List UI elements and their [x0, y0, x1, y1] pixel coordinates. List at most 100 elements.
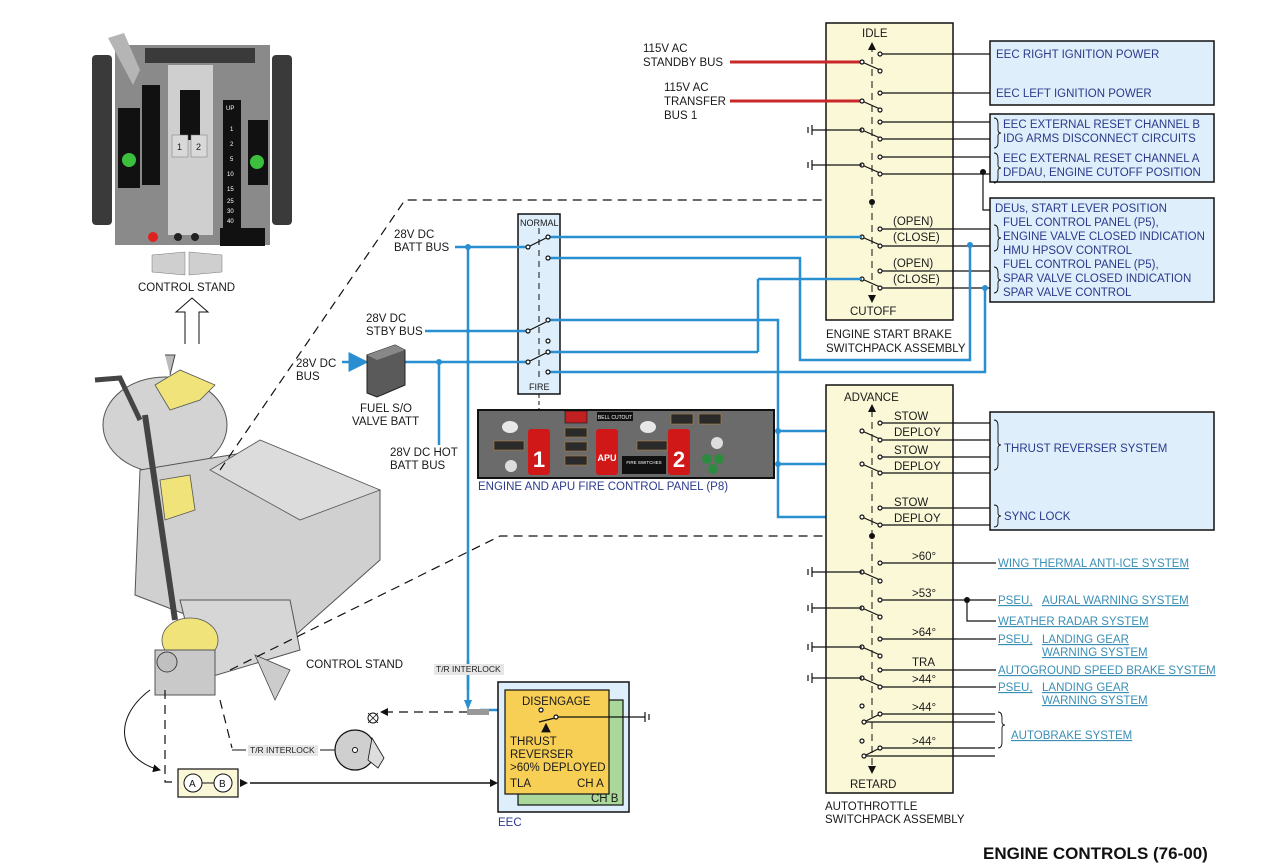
eec-tla-label: TLA — [510, 778, 531, 790]
pseu-link-3[interactable]: PSEU, — [998, 682, 1033, 694]
dc-batt-bus-label-2: BATT BUS — [394, 242, 449, 254]
deploy-label-3: DEPLOY — [894, 513, 941, 525]
autothrottle-caption-1: AUTOTHROTTLE — [825, 801, 918, 813]
autoground-speedbrake-link[interactable]: AUTOGROUND SPEED BRAKE SYSTEM — [998, 665, 1216, 677]
engine-2-fire-handle[interactable] — [668, 429, 690, 475]
autothrottle-caption-2: SWITCHPACK ASSEMBLY — [825, 814, 965, 826]
fire-switch-fire-label: FIRE — [529, 382, 550, 392]
retard-label: RETARD — [850, 779, 896, 791]
apu-fire-handle[interactable] — [596, 429, 618, 475]
ac-standby-label-1: 115V AC — [643, 43, 688, 55]
angle-64-label: >64° — [912, 627, 936, 639]
dc-hot-batt-label-1: 28V DC HOT — [390, 447, 458, 459]
dc-wires — [342, 235, 987, 712]
autothrottle-switchpack-box — [825, 384, 954, 794]
rotation-arrow-icon — [124, 689, 161, 773]
cutoff-label: CUTOFF — [850, 306, 896, 318]
stow-label-1: STOW — [894, 411, 928, 423]
lever-2-label: 2 — [196, 142, 201, 152]
fire-panel-caption: ENGINE AND APU FIRE CONTROL PANEL (P8) — [478, 481, 728, 493]
eec-ch-a-label: CH A — [577, 778, 604, 790]
tr-interlock-lower-label: T/R INTERLOCK — [250, 745, 315, 755]
callout-dashed-lines — [164, 199, 870, 783]
engine-1-fire-handle[interactable] — [528, 429, 550, 475]
ac-standby-label-2: STANDBY BUS — [643, 57, 723, 69]
angle-60-label: >60° — [912, 551, 936, 563]
fire-switches-note: FIRE SWITCHES — [626, 460, 661, 465]
stow-label-3: STOW — [894, 497, 928, 509]
eec-tr-line-1: THRUST — [510, 736, 557, 748]
dc-hot-batt-label-2: BATT BUS — [390, 460, 445, 472]
dc-stby-bus-label-2: STBY BUS — [366, 326, 423, 338]
eec-channel-a — [504, 689, 610, 795]
pseu-link-1[interactable]: PSEU, — [998, 595, 1033, 607]
weather-radar-link[interactable]: WEATHER RADAR SYSTEM — [998, 616, 1149, 628]
angle-44-label-2: >44° — [912, 702, 936, 714]
svg-text:2: 2 — [230, 142, 234, 148]
landing-gear-link-2b[interactable]: WARNING SYSTEM — [1042, 695, 1148, 707]
aural-warning-link[interactable]: AURAL WARNING SYSTEM — [1042, 595, 1189, 607]
eec-tr-line-3: >60% DEPLOYED — [510, 762, 606, 774]
engine-start-contacts — [859, 51, 883, 291]
brace-icons — [993, 117, 1002, 294]
resolver-a-label: A — [189, 779, 196, 790]
eec-reset-ch-b: EEC EXTERNAL RESET CHANNEL B — [1003, 119, 1200, 131]
svg-text:25: 25 — [227, 199, 234, 205]
eec-reset-ch-a: EEC EXTERNAL RESET CHANNEL A — [1003, 153, 1200, 165]
contact-open-2: (OPEN) — [893, 258, 933, 270]
dc-bus-label-1: 28V DC — [296, 358, 336, 370]
fire-control-panel: 1 APU 2 BELL CUTOUT FIRE SWITCHES — [477, 409, 775, 479]
eec-ch-b-label: CH B — [591, 793, 619, 805]
autothrottle-ground-icons — [807, 567, 862, 683]
advance-label: ADVANCE — [844, 392, 899, 404]
eec-tr-line-2: REVERSER — [510, 749, 573, 761]
fire-switch-contacts — [525, 234, 551, 375]
landing-gear-link-1b[interactable]: WARNING SYSTEM — [1042, 647, 1148, 659]
ignition-power-box — [989, 40, 1215, 106]
spar-valve-control: SPAR VALVE CONTROL — [1003, 287, 1132, 299]
view-arrow-up-icon — [174, 297, 210, 344]
idle-label: IDLE — [862, 28, 888, 40]
dc-batt-bus-label-1: 28V DC — [394, 229, 434, 241]
engine-start-caption-2: SWITCHPACK ASSEMBLY — [826, 343, 966, 355]
resolver-b-label: B — [219, 779, 226, 790]
svg-text:10: 10 — [227, 172, 234, 178]
wing-anti-ice-link[interactable]: WING THERMAL ANTI-ICE SYSTEM — [998, 558, 1189, 570]
stow-label-2: STOW — [894, 445, 928, 457]
page-title: ENGINE CONTROLS (76-00) — [983, 844, 1208, 863]
lever-1-label: 1 — [177, 142, 182, 152]
fire-switch-normal-label: NORMAL — [520, 218, 559, 228]
landing-gear-link-1a[interactable]: LANDING GEAR — [1042, 634, 1129, 646]
fire-handle-2-label: 2 — [673, 447, 685, 472]
landing-gear-link-2a[interactable]: LANDING GEAR — [1042, 682, 1129, 694]
contact-close-2: (CLOSE) — [893, 274, 940, 286]
fuel-control-p5-2: FUEL CONTROL PANEL (P5), — [1003, 259, 1159, 271]
lower-control-stand-illustration — [94, 354, 382, 701]
fire-handle-apu-label: APU — [597, 453, 616, 463]
top-control-stand-label: CONTROL STAND — [138, 282, 235, 294]
deploy-label-1: DEPLOY — [894, 427, 941, 439]
tr-interlock-upper-label: T/R INTERLOCK — [436, 664, 501, 674]
autothrottle-output-wires — [866, 422, 996, 757]
bell-cutout-label: BELL CUTOUT — [598, 415, 632, 421]
eec-reset-box — [989, 113, 1215, 183]
angle-44-label-3: >44° — [912, 736, 936, 748]
svg-text:15: 15 — [227, 187, 234, 193]
deus-start-lever: DEUs, START LEVER POSITION — [995, 203, 1167, 215]
fuel-control-box — [989, 197, 1215, 303]
fuel-so-batt-label-1: FUEL S/O — [360, 403, 412, 415]
deploy-label-2: DEPLOY — [894, 461, 941, 473]
thrust-reverser-box — [989, 411, 1215, 531]
thrust-reverser-system: THRUST REVERSER SYSTEM — [1004, 443, 1167, 455]
pseu-link-2[interactable]: PSEU, — [998, 634, 1033, 646]
dc-bus-label-2: BUS — [296, 371, 320, 383]
hmu-hpsov-control: HMU HPSOV CONTROL — [1003, 245, 1133, 257]
engine-start-caption-1: ENGINE START BRAKE — [826, 329, 952, 341]
angle-53-label: >53° — [912, 588, 936, 600]
ac-transfer-label-2: TRANSFER — [664, 96, 726, 108]
svg-text:UP: UP — [226, 106, 234, 112]
interlock-solenoid-icon — [467, 709, 489, 715]
autobrake-link[interactable]: AUTOBRAKE SYSTEM — [1011, 730, 1132, 742]
fuel-control-p5-1: FUEL CONTROL PANEL (P5), — [1003, 217, 1159, 229]
